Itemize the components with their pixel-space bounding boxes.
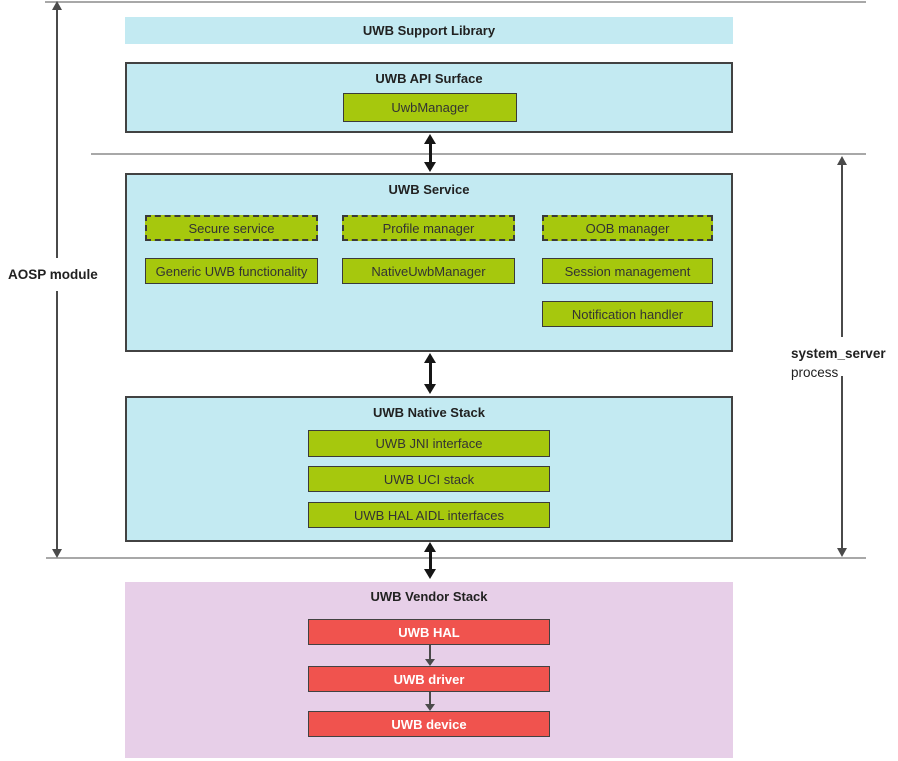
support-library-bar: UWB Support Library [125, 17, 733, 44]
native-stack-box: UWB Native Stack UWB JNI interface UWB U… [125, 396, 733, 542]
arrow-shaft [428, 139, 432, 167]
aosp-bracket-line-lower [56, 291, 58, 550]
system-server-bracket-line-upper [841, 164, 843, 337]
arrow-shaft [429, 645, 431, 662]
arrowhead-down-icon [425, 704, 435, 711]
chip-profile-manager: Profile manager [342, 215, 515, 241]
aosp-module-label: AOSP module [8, 267, 98, 282]
chip-generic-uwb-functionality: Generic UWB functionality [145, 258, 318, 284]
arrowhead-down-icon [837, 548, 847, 557]
api-surface-box: UWB API Surface UwbManager [125, 62, 733, 133]
arrowhead-down-icon [52, 549, 62, 558]
down-arrow-driver-device-icon [425, 692, 435, 711]
arrowhead-down-icon [424, 162, 436, 172]
system-server-top-separator [91, 153, 866, 155]
support-library-title: UWB Support Library [362, 23, 496, 38]
chip-secure-service: Secure service [145, 215, 318, 241]
system-server-label-line1: system_server [791, 346, 886, 361]
down-arrow-hal-driver-icon [425, 645, 435, 666]
arrowhead-down-icon [425, 659, 435, 666]
system-server-bracket-line-lower [841, 376, 843, 549]
system-server-label-line2: process [791, 365, 839, 380]
uwbmanager-chip: UwbManager [343, 93, 517, 122]
chip-notification-handler: Notification handler [542, 301, 713, 327]
service-title: UWB Service [388, 182, 470, 197]
arrowhead-up-icon [837, 156, 847, 165]
chip-uwb-device: UWB device [308, 711, 550, 737]
native-stack-title: UWB Native Stack [373, 405, 485, 420]
vendor-stack-title: UWB Vendor Stack [370, 589, 488, 604]
double-arrow-api-service-icon [423, 134, 437, 172]
system-server-label: system_server process [791, 344, 886, 382]
arrow-shaft [428, 547, 432, 574]
arrow-shaft [429, 692, 431, 707]
chip-session-management: Session management [542, 258, 713, 284]
chip-oob-manager: OOB manager [542, 215, 713, 241]
double-arrow-native-vendor-icon [423, 542, 437, 579]
top-boundary-line [45, 1, 866, 3]
chip-uwb-jni-interface: UWB JNI interface [308, 430, 550, 457]
arrowhead-up-icon [52, 1, 62, 10]
arrow-shaft [428, 358, 432, 389]
service-box: UWB Service Secure service Profile manag… [125, 173, 733, 352]
chip-uwb-uci-stack: UWB UCI stack [308, 466, 550, 492]
chip-uwb-hal: UWB HAL [308, 619, 550, 645]
vendor-stack-box: UWB Vendor Stack UWB HAL UWB driver UWB … [125, 582, 733, 758]
api-surface-title: UWB API Surface [375, 71, 483, 86]
chip-nativeuwbmanager: NativeUwbManager [342, 258, 515, 284]
system-server-bottom-separator [46, 557, 866, 559]
arrowhead-down-icon [424, 569, 436, 579]
chip-uwb-hal-aidl-interfaces: UWB HAL AIDL interfaces [308, 502, 550, 528]
arrowhead-down-icon [424, 384, 436, 394]
chip-uwb-driver: UWB driver [308, 666, 550, 692]
aosp-bracket-line-upper [56, 9, 58, 258]
double-arrow-service-native-icon [423, 353, 437, 394]
